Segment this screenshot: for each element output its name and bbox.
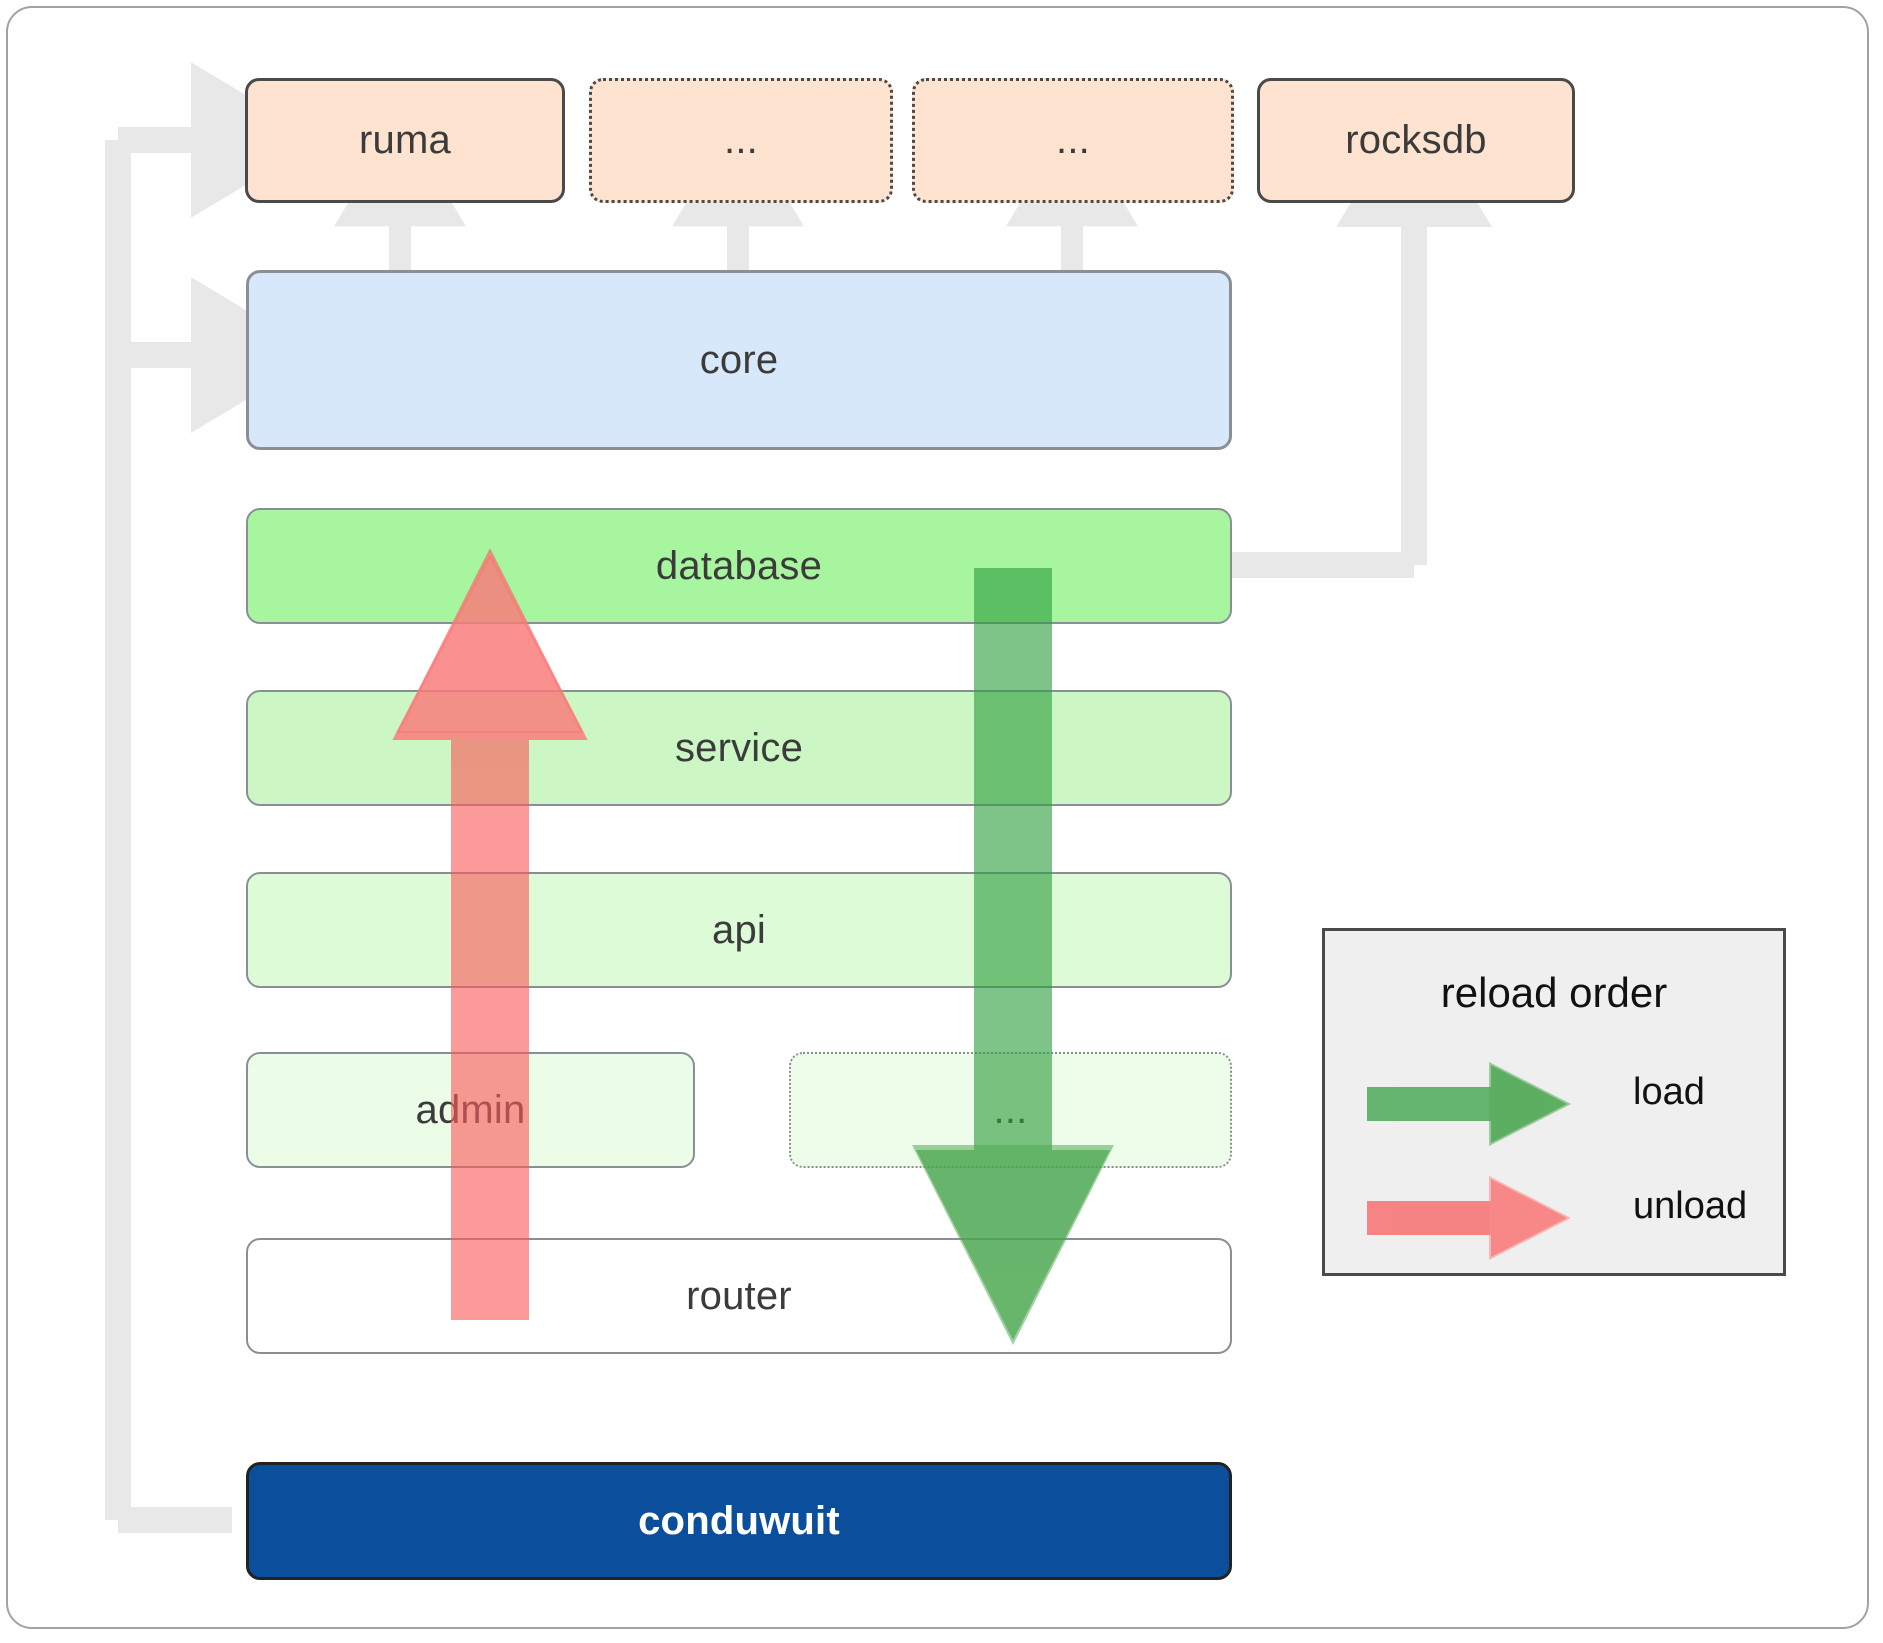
root-label: conduwuit	[638, 1498, 840, 1543]
legend-label-load: load	[1633, 1071, 1705, 1113]
layer-label: service	[674, 725, 804, 770]
layer-label: ...	[993, 1087, 1028, 1132]
dependency-box-ellipsis-1[interactable]: ...	[589, 78, 893, 203]
dependency-box-ruma[interactable]: ruma	[245, 78, 565, 203]
dependency-label: ...	[724, 118, 758, 162]
dependency-box-ellipsis-2[interactable]: ...	[912, 78, 1234, 203]
layer-label: admin	[415, 1087, 526, 1132]
legend-title: reload order	[1440, 969, 1668, 1016]
layer-box-api[interactable]: api	[246, 872, 1232, 988]
layer-label: router	[686, 1273, 792, 1318]
legend-panel: reload order load	[1322, 928, 1786, 1276]
legend-row-load: load	[1325, 1059, 1783, 1149]
layer-box-service[interactable]: service	[246, 690, 1232, 806]
layer-box-admin[interactable]: admin	[246, 1052, 695, 1168]
root-box-conduwuit[interactable]: conduwuit	[246, 1462, 1232, 1580]
layer-label: database	[655, 543, 823, 588]
dependency-label: ruma	[359, 118, 451, 162]
dependency-label: ...	[1056, 118, 1090, 162]
legend-row-unload: unload	[1325, 1173, 1783, 1263]
core-box[interactable]: core	[246, 270, 1232, 450]
legend-label-unload: unload	[1633, 1185, 1748, 1227]
legend-unload-arrow	[1363, 1173, 1613, 1263]
dependency-label: rocksdb	[1345, 118, 1487, 162]
dependency-box-rocksdb[interactable]: rocksdb	[1257, 78, 1575, 203]
layer-box-router[interactable]: router	[246, 1238, 1232, 1354]
legend-load-arrow	[1363, 1059, 1613, 1149]
layer-label: api	[712, 907, 766, 952]
layer-box-database[interactable]: database	[246, 508, 1232, 624]
core-label: core	[699, 337, 779, 382]
diagram-frame	[6, 6, 1869, 1629]
layer-box-ellipsis[interactable]: ...	[789, 1052, 1232, 1168]
